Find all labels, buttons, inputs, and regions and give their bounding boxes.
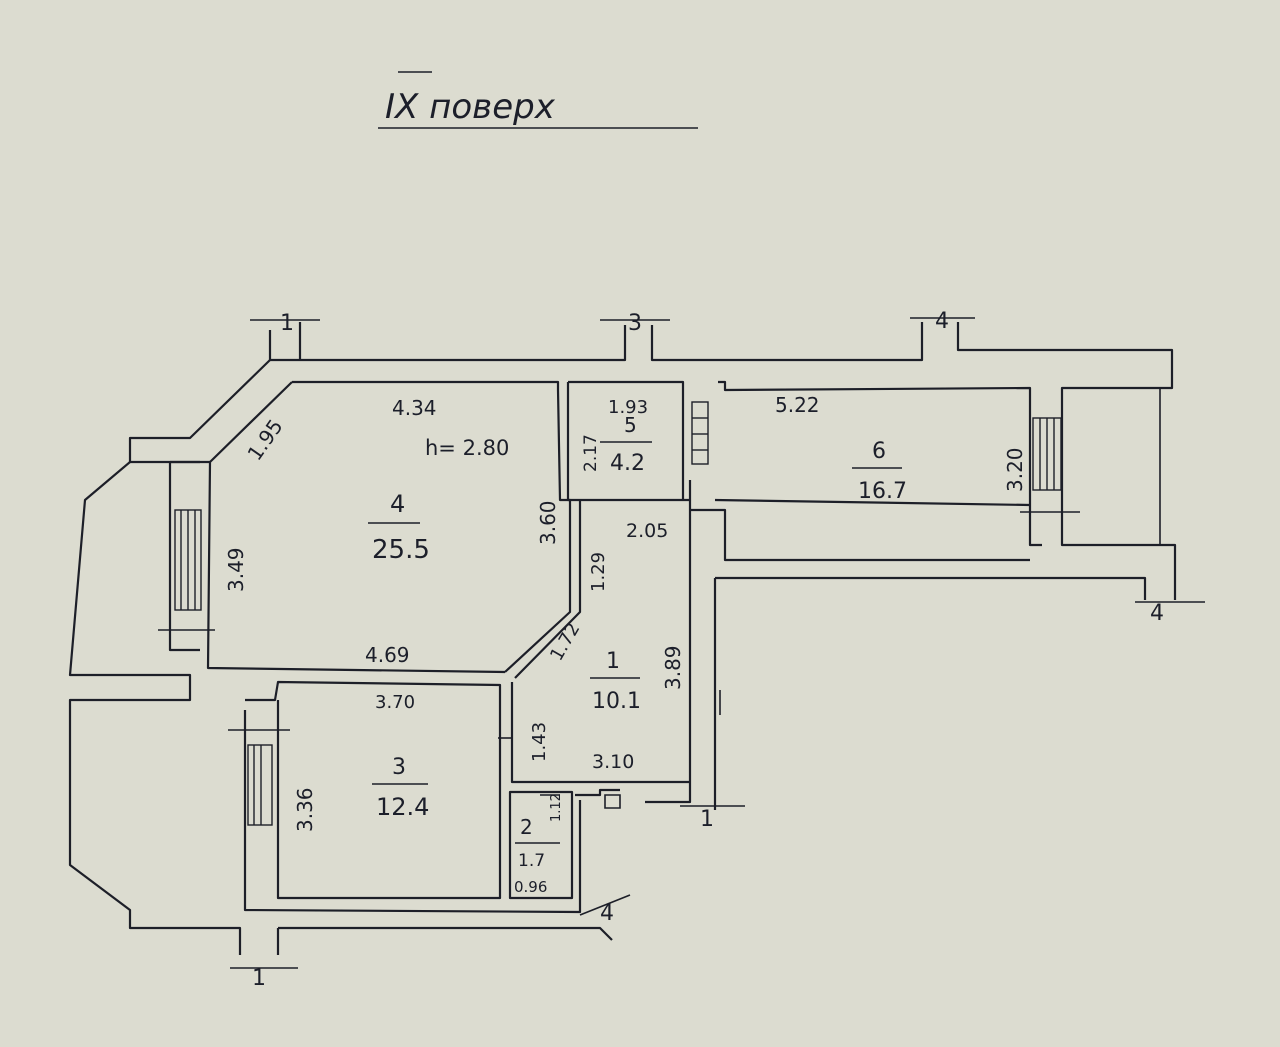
axis-mark-top-middle: 3 bbox=[628, 311, 642, 336]
axis-mark-right: 4 bbox=[1150, 601, 1164, 626]
entrance-door-icon bbox=[604, 794, 621, 809]
room-3-number: 3 bbox=[392, 755, 406, 780]
room-3-area: 12.4 bbox=[376, 793, 429, 821]
dim-corridor-left: 1.29 bbox=[588, 552, 609, 592]
dim-room4-bottom: 4.69 bbox=[365, 643, 410, 667]
room-1-number: 1 bbox=[606, 649, 620, 674]
dim-room5-top: 1.93 bbox=[608, 397, 648, 418]
dimension-labels: 4.34 h= 2.80 1.95 3.49 3.60 4.69 1.93 2.… bbox=[224, 393, 1027, 896]
dim-room4-left: 3.49 bbox=[224, 547, 248, 592]
room-2-number: 2 bbox=[520, 815, 533, 839]
dim-room1-right: 3.89 bbox=[661, 645, 685, 690]
axis-markers: 1 3 4 4 1 1 4 bbox=[230, 309, 1205, 991]
room-5-number: 5 bbox=[624, 413, 637, 437]
windows bbox=[158, 388, 1161, 826]
dim-room1-bottom: 3.10 bbox=[592, 751, 634, 773]
axis-mark-top-right: 4 bbox=[935, 309, 949, 334]
axis-mark-top-left: 1 bbox=[280, 311, 294, 336]
dim-room5-left: 2.17 bbox=[581, 434, 601, 472]
floor-title: IX поверх bbox=[385, 87, 556, 127]
dim-room1-left: 1.43 bbox=[529, 722, 550, 762]
walls bbox=[68, 322, 1177, 955]
dim-room6-right: 3.20 bbox=[1003, 447, 1027, 492]
room-5-area: 4.2 bbox=[610, 451, 645, 476]
dim-room3-top: 3.70 bbox=[375, 692, 415, 713]
dim-room4-top: 4.34 bbox=[392, 396, 437, 420]
axis-mark-bottom-middle: 1 bbox=[700, 807, 714, 832]
dim-room2-right: 1.12 bbox=[549, 793, 564, 822]
dim-room6-top: 5.22 bbox=[775, 393, 820, 417]
room-1-area: 10.1 bbox=[592, 689, 641, 714]
room-4-number: 4 bbox=[390, 490, 405, 518]
room-6-area: 16.7 bbox=[858, 479, 907, 504]
dim-corridor-top: 2.05 bbox=[626, 520, 668, 542]
axis-mark-bottom-left: 1 bbox=[252, 966, 266, 991]
room-6-number: 6 bbox=[872, 439, 886, 464]
room-2-area: 1.7 bbox=[518, 851, 545, 871]
axis-mark-bottom-room2: 4 bbox=[600, 901, 614, 926]
dim-room2-bottom: 0.96 bbox=[514, 878, 547, 896]
ceiling-height: h= 2.80 bbox=[425, 436, 509, 460]
dim-room3-left: 3.36 bbox=[293, 787, 317, 832]
dim-room4-right: 3.60 bbox=[536, 500, 560, 545]
ventilation-shaft bbox=[691, 401, 709, 465]
door-marks bbox=[498, 690, 721, 809]
room-4-area: 25.5 bbox=[372, 535, 430, 565]
room-labels: 4 25.5 5 4.2 6 16.7 1 10.1 3 12.4 2 1.7 bbox=[368, 413, 907, 871]
window-room3 bbox=[247, 744, 273, 826]
